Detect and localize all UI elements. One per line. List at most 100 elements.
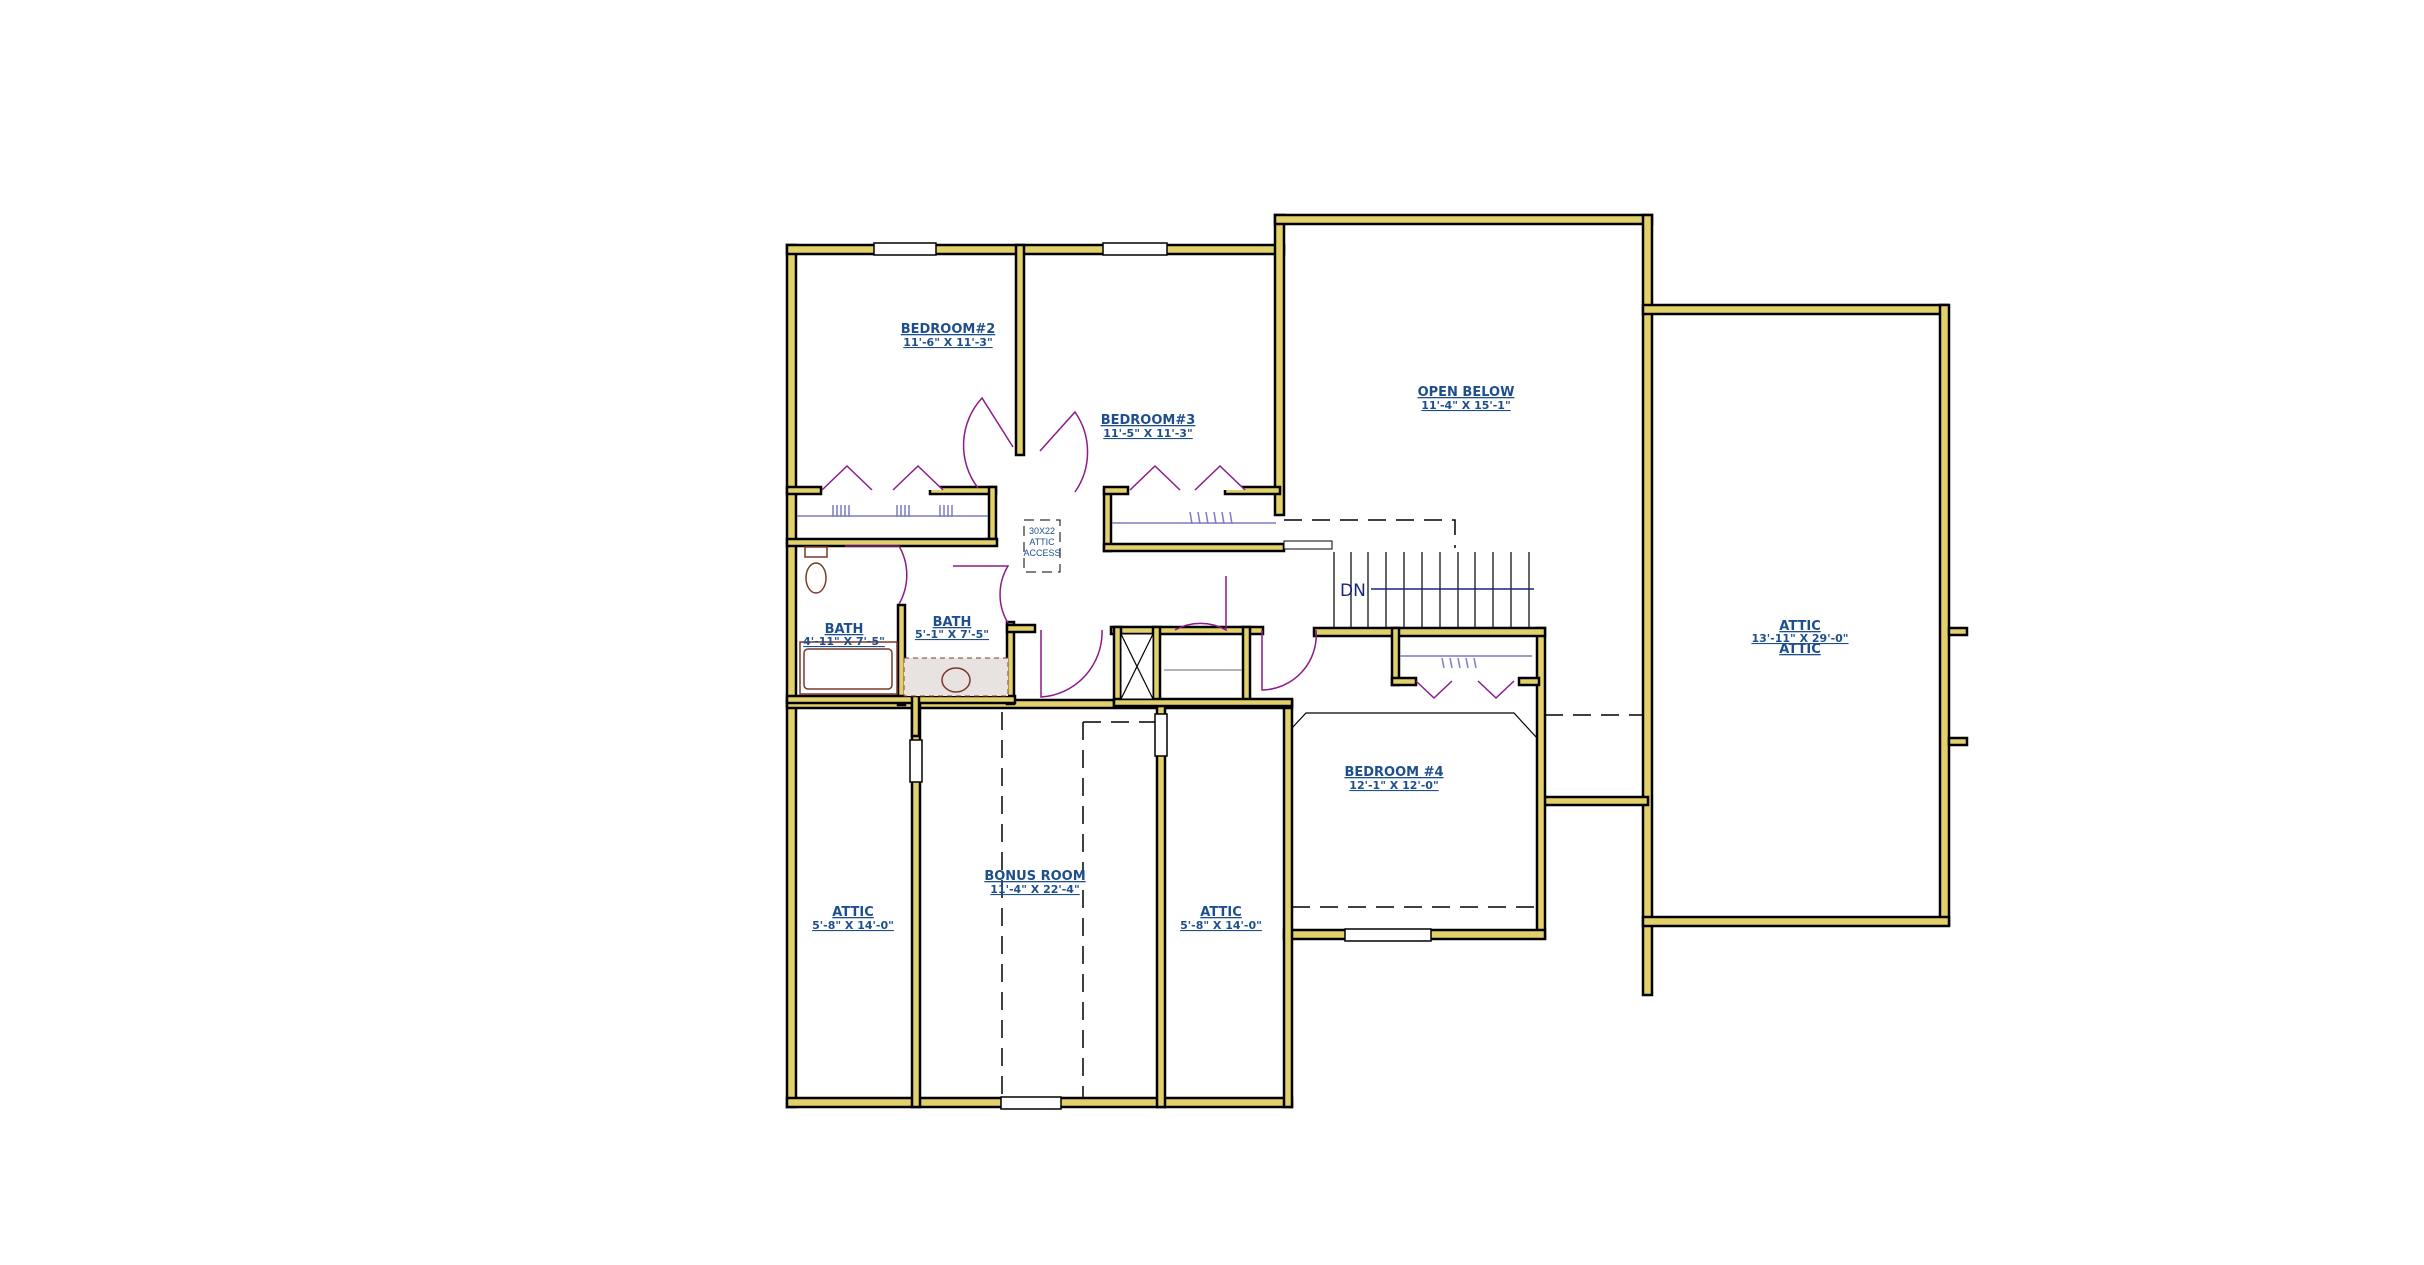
wall-hall-closet-right: [1241, 625, 1252, 708]
room-label-open-below: OPEN BELOW: [1418, 385, 1515, 400]
wall-attic-right-inner: [1155, 698, 1167, 1109]
wall-bed3-closet-bottom: [1102, 542, 1286, 553]
window-bonus: [1000, 1096, 1062, 1110]
door-bed3: [1039, 410, 1089, 493]
room-label-bedroom2: BEDROOM#2: [901, 322, 996, 337]
wall-attic-right-side: [1938, 303, 1951, 927]
attic-door-right: [1154, 713, 1168, 757]
bifold-bed2-1: [821, 464, 873, 491]
dashed-lines: [1001, 519, 1643, 1098]
room-label-bath2: BATH: [933, 615, 972, 630]
wall-attic-right-top: [1641, 303, 1950, 316]
stairs: DN: [1283, 540, 1534, 628]
sink-icon: [941, 667, 971, 693]
door-bath2: [953, 565, 1010, 624]
wall-bed3-closet-stub-left: [1102, 485, 1130, 496]
room-size-attic-right: 13'-11" X 29'-0": [1751, 632, 1848, 645]
wall-bed4-closet-stub-right: [1517, 676, 1541, 687]
wall-attic-right-bottom: [1641, 915, 1951, 928]
bifold-bed4-1: [1415, 680, 1453, 700]
wall-bath-bottom: [785, 694, 1017, 705]
wall-left-exterior: [785, 243, 798, 1109]
stair-dash: [1284, 519, 1456, 548]
wall-between-baths: [896, 603, 907, 707]
bifold-bed2-2: [892, 464, 944, 491]
wall-bed4-closet-left: [1390, 626, 1401, 687]
door-bath1: [845, 545, 908, 605]
room-label-attic-right-extra: ATTIC: [1779, 642, 1820, 657]
wall-open-below-right: [1641, 213, 1654, 997]
window-bed4: [1344, 928, 1432, 942]
chase-x-icon: [1120, 633, 1154, 700]
window-bed3: [1102, 242, 1168, 256]
attic-door-left: [909, 739, 923, 783]
room-size-attic-left: 5'-8" X 14'-0": [812, 919, 894, 932]
room-label-bedroom3: BEDROOM#3: [1101, 413, 1196, 428]
wall-bath2-stub: [1005, 623, 1037, 634]
wall-stub-1: [1947, 626, 1969, 637]
room-size-bedroom2: 11'-6" X 11'-3": [903, 336, 992, 349]
windows: [873, 242, 1432, 1110]
doors: [821, 396, 1515, 700]
wall-bed4-top: [1312, 626, 1547, 638]
room-size-bedroom3: 11'-5" X 11'-3": [1103, 427, 1192, 440]
wall-hall-closet-bottom: [1112, 697, 1294, 708]
wall-bed2-closet-stub-left: [785, 485, 823, 496]
room-labels: BEDROOM#2 11'-6" X 11'-3" BEDROOM#3 11'-…: [803, 322, 1848, 932]
wall-bed2-bed3: [1014, 243, 1026, 457]
room-label-bonus: BONUS ROOM: [984, 869, 1085, 884]
bath-fixtures: [799, 546, 1009, 697]
attic-access-line1: ATTIC: [1029, 537, 1055, 547]
wall-bath-top: [785, 537, 999, 548]
attic-access: 30X22 ATTIC ACCESS: [1023, 519, 1061, 573]
room-size-bonus: 11'-4" X 22'-4": [990, 883, 1079, 896]
toilet-tank-icon: [804, 546, 828, 558]
wall-hall-closet-mid: [1151, 625, 1162, 708]
room-label-attic-mid: ATTIC: [1200, 905, 1241, 920]
wall-stub-2: [1947, 736, 1969, 747]
wall-bed4-closet-stub-left: [1390, 676, 1418, 687]
room-size-bath1: 4'-11" X 7'-5": [803, 635, 885, 648]
wall-hall-closet-top: [1109, 625, 1265, 636]
bifold-bed4-2: [1477, 680, 1515, 700]
bathtub-icon: [799, 641, 898, 695]
door-hall-closet: [1040, 629, 1103, 698]
room-label-attic-left: ATTIC: [832, 905, 873, 920]
wall-bed2-closet-right: [987, 485, 998, 541]
room-size-bedroom4: 12'-1" X 12'-0": [1349, 779, 1438, 792]
vanity: [903, 657, 1009, 697]
stair-treads: [1333, 552, 1530, 628]
room-size-open-below: 11'-4" X 15'-1": [1421, 399, 1510, 412]
window-bed2: [873, 242, 937, 256]
room-size-attic-mid: 5'-8" X 14'-0": [1180, 919, 1262, 932]
attic-access-box: [1023, 519, 1061, 573]
bifold-bed3-2: [1194, 464, 1246, 491]
door-bed2: [962, 396, 1014, 489]
stair-rail: [1283, 540, 1333, 550]
closet-shelves: [797, 505, 1532, 671]
bed4-ceiling-line: [1291, 712, 1538, 739]
toilet-bowl-icon: [805, 562, 827, 594]
door-bed4: [1261, 629, 1317, 691]
wall-bath-bottom-stub: [910, 694, 921, 738]
room-label-attic-right: ATTIC: [1779, 619, 1820, 634]
wall-open-below-top: [1273, 213, 1654, 226]
room-label-bath1: BATH: [825, 622, 864, 637]
attic-access-size: 30X22: [1029, 526, 1055, 536]
door-linen: [1174, 576, 1227, 632]
bathtub-inner: [803, 648, 893, 690]
hanger-marks: [832, 505, 1477, 669]
stair-dn-label: DN: [1340, 581, 1366, 601]
wall-bed3-closet-left: [1102, 488, 1113, 553]
wall-open-below-left: [1273, 213, 1286, 517]
room-size-bath2: 5'-1" X 7'-5": [915, 628, 989, 641]
bifold-bed3-1: [1129, 464, 1181, 491]
attic-access-line2: ACCESS: [1023, 548, 1060, 558]
wall-bed3-closet-stub-right: [1223, 485, 1282, 496]
room-label-bedroom4: BEDROOM #4: [1344, 765, 1443, 780]
wall-top-bedrooms: [785, 243, 1286, 256]
wall-bed4-right: [1535, 626, 1547, 940]
wall-bed4-left: [1282, 698, 1294, 1109]
chase: [1120, 633, 1154, 700]
